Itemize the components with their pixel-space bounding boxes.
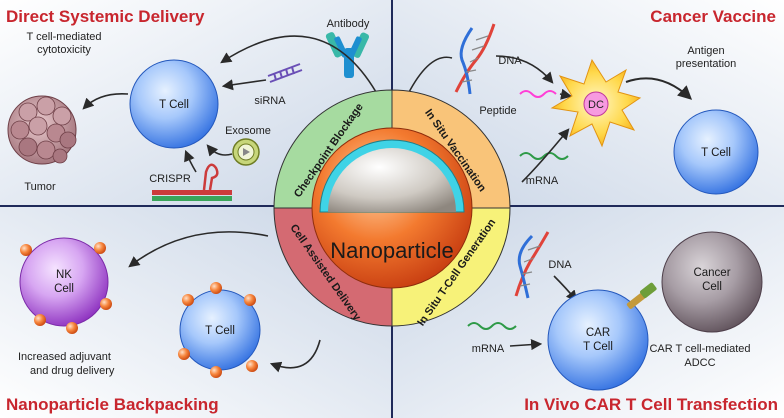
cancer-cell: Cancer Cell bbox=[661, 231, 763, 333]
exosome-icon bbox=[232, 138, 260, 166]
label-tumor: Tumor bbox=[24, 181, 56, 193]
label-mrna-bottom: mRNA bbox=[472, 343, 505, 355]
arrow-antibody-to-tcell bbox=[220, 35, 377, 93]
car-tcell-label-line2: T Cell bbox=[583, 341, 613, 353]
arrow-to-nk-cell bbox=[128, 231, 269, 268]
dna-icon-top bbox=[454, 23, 496, 95]
tcell-bottom-left-label: T Cell bbox=[205, 325, 235, 337]
label-exosome: Exosome bbox=[225, 125, 271, 137]
arrow-crispr-to-tcell bbox=[184, 149, 197, 173]
dendritic-cell: DC bbox=[550, 58, 642, 148]
nk-cell: NK Cell bbox=[19, 237, 112, 334]
label-adcc-line2: ADCC bbox=[684, 357, 715, 369]
arrow-to-tcell-bottom-left bbox=[269, 339, 321, 373]
cancer-cell-label-line1: Cancer bbox=[693, 267, 730, 279]
dc-label: DC bbox=[588, 99, 604, 111]
nanoparticle-inner bbox=[328, 148, 456, 212]
arrow-peptide-to-dc bbox=[559, 88, 573, 100]
arrow-dc-to-tcell bbox=[625, 77, 693, 100]
tumor-icon bbox=[7, 95, 77, 165]
arrow-mrna-to-car-tcell bbox=[509, 339, 543, 351]
label-peptide: Peptide bbox=[479, 105, 516, 117]
connector-to-dna bbox=[407, 56, 453, 95]
tcell-top-left-label: T Cell bbox=[159, 99, 189, 111]
tcell-top-right-label: T Cell bbox=[701, 147, 731, 159]
cancer-cell-label-line2: Cell bbox=[702, 281, 722, 293]
car-tcell-label-line1: CAR bbox=[586, 327, 610, 339]
arrow-dna-to-dc bbox=[495, 55, 554, 84]
tcell-top-left: T Cell bbox=[129, 59, 219, 149]
title-nanoparticle-backpacking: Nanoparticle Backpacking bbox=[6, 395, 219, 414]
mrna-icon-top bbox=[519, 152, 569, 160]
arrow-sirna-to-tcell bbox=[221, 79, 267, 91]
label-antigen-line1: Antigen bbox=[687, 45, 724, 57]
tcell-top-right: T Cell bbox=[673, 109, 759, 195]
peptide-icon bbox=[519, 90, 557, 98]
label-adcc-line1: CAR T cell-mediated bbox=[649, 343, 750, 355]
nk-label-line1: NK bbox=[56, 269, 72, 281]
arrow-exosome-to-tcell bbox=[206, 144, 233, 157]
nk-label-line2: Cell bbox=[54, 283, 74, 295]
label-mrna-top: mRNA bbox=[526, 175, 559, 187]
label-antigen-line2: presentation bbox=[676, 58, 737, 70]
label-dna-bottom: DNA bbox=[548, 259, 572, 271]
dna-icon-bottom bbox=[514, 231, 550, 299]
label-crispr: CRISPR bbox=[149, 173, 191, 185]
nanoparticle-label: Nanoparticle bbox=[330, 238, 454, 263]
label-sirna: siRNA bbox=[254, 95, 286, 107]
label-delivery-line1: Increased adjuvant bbox=[18, 351, 111, 363]
car-receptor-icon bbox=[626, 282, 657, 309]
sirna-icon bbox=[267, 63, 303, 83]
car-tcell: CAR T Cell bbox=[547, 289, 649, 391]
arrow-mrna-to-dc bbox=[521, 128, 570, 183]
arrow-tcell-to-tumor bbox=[82, 92, 129, 110]
title-direct-systemic-delivery: Direct Systemic Delivery bbox=[6, 7, 205, 26]
label-antibody: Antibody bbox=[327, 18, 370, 30]
title-cancer-vaccine: Cancer Vaccine bbox=[650, 7, 776, 26]
title-in-vivo-car-t: In Vivo CAR T Cell Transfection bbox=[524, 395, 778, 414]
label-cytotoxicity-line2: cytotoxicity bbox=[37, 44, 91, 56]
label-delivery-line2: and drug delivery bbox=[30, 365, 115, 377]
crispr-icon bbox=[152, 163, 232, 201]
label-cytotoxicity-line1: T cell-mediated bbox=[27, 31, 102, 43]
mrna-icon-bottom bbox=[467, 322, 517, 330]
tcell-bottom-left: T Cell bbox=[178, 282, 261, 378]
